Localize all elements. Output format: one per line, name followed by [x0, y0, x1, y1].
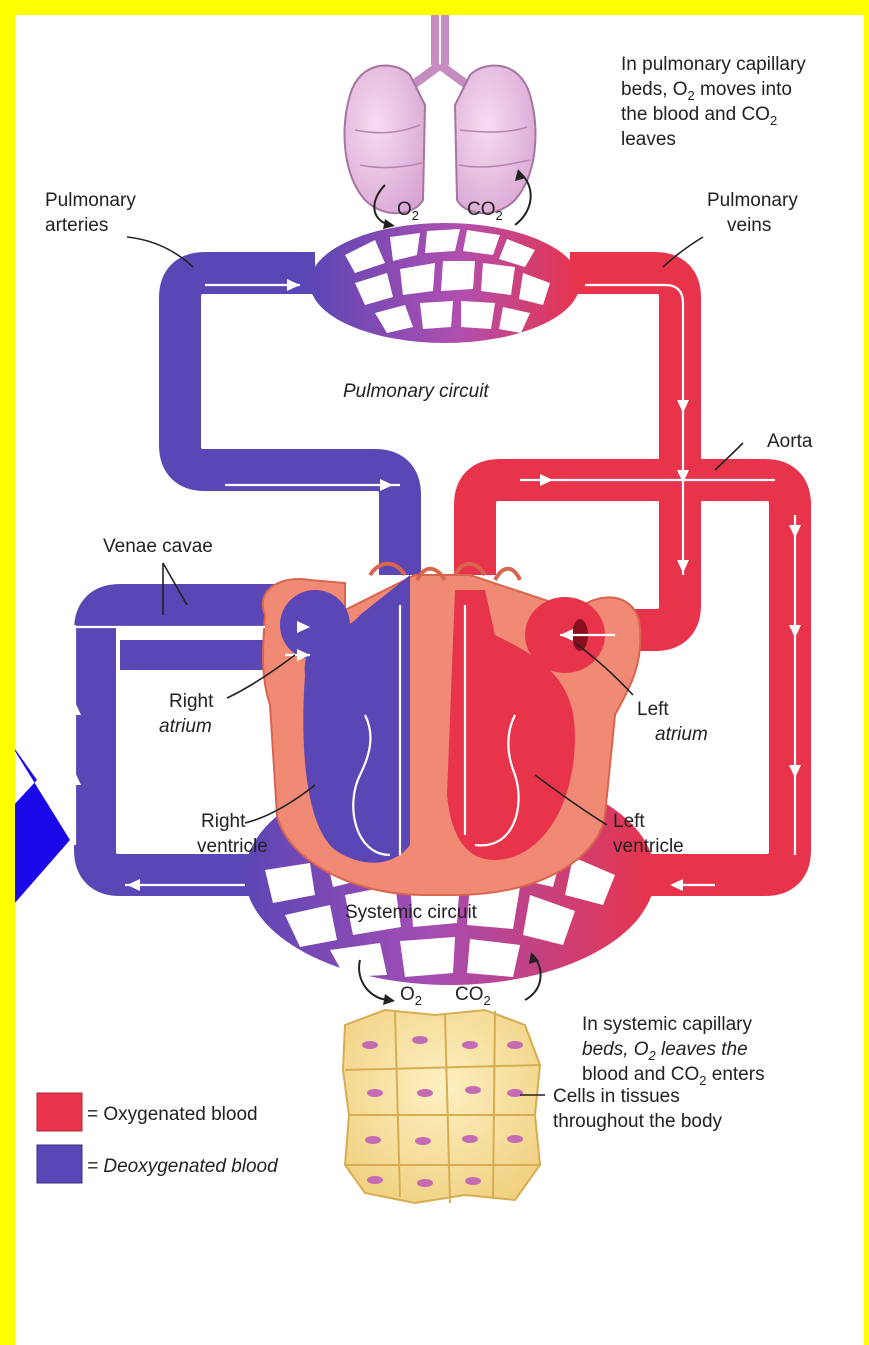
tissue-cells-icon: [343, 1010, 540, 1203]
cells-caption-1: Cells in tissues: [553, 1086, 680, 1107]
pulmonary-arteries-label-1: Pulmonary: [45, 190, 136, 211]
pulmonary-beds-caption-3: the blood and CO2: [621, 104, 777, 128]
pulmonary-arteries-label-2: arteries: [45, 215, 108, 236]
left-ventricle-label-1: Left: [613, 811, 645, 832]
systemic-beds-caption-1: In systemic capillary: [582, 1014, 752, 1035]
pulmonary-beds-caption-1: In pulmonary capillary: [621, 54, 806, 75]
aorta-label: Aorta: [767, 431, 813, 452]
systemic-co2-label: CO2: [455, 984, 491, 1008]
venae-cavae-label: Venae cavae: [103, 536, 213, 557]
legend-oxygenated-label: = Oxygenated blood: [87, 1104, 258, 1125]
right-ventricle-label-1: Right: [201, 811, 246, 832]
cells-caption-2: throughout the body: [553, 1111, 723, 1132]
pulmonary-veins-label-1: Pulmonary: [707, 190, 798, 211]
left-ventricle-label-2: ventricle: [613, 836, 684, 857]
systemic-beds-caption-2: beds, O2 leaves the: [582, 1039, 748, 1063]
pulmonary-beds-caption-4: leaves: [621, 129, 676, 150]
right-ventricle-label-2: ventricle: [197, 836, 268, 857]
pointer-arrow-icon: [15, 735, 70, 920]
diagram-page: O2 CO2 O2 CO2: [15, 15, 864, 1345]
deoxygenated-swatch: [37, 1145, 82, 1183]
legend-deoxygenated-label: = Deoxygenated blood: [87, 1156, 279, 1177]
pulmonary-circuit-label: Pulmonary circuit: [343, 381, 489, 402]
systemic-circuit-label: Systemic circuit: [345, 902, 478, 923]
lungs-icon: [345, 15, 536, 213]
right-atrium-label-1: Right: [169, 691, 214, 712]
systemic-beds-caption-3: blood and CO2 enters: [582, 1064, 765, 1088]
pulmonary-capillary-bed: [310, 223, 580, 343]
pulmonary-beds-caption-2: beds, O2 moves into: [621, 79, 792, 103]
left-atrium-label-2: atrium: [655, 724, 708, 745]
legend: = Oxygenated blood = Deoxygenated blood: [37, 1093, 279, 1183]
left-atrium-label-1: Left: [637, 699, 669, 720]
systemic-o2-label: O2: [400, 984, 422, 1008]
right-atrium-label-2: atrium: [159, 716, 212, 737]
pulmonary-veins-label-2: veins: [727, 215, 771, 236]
oxygenated-swatch: [37, 1093, 82, 1131]
heart-icon: [263, 564, 641, 895]
circulation-diagram: O2 CO2 O2 CO2: [15, 15, 864, 1345]
